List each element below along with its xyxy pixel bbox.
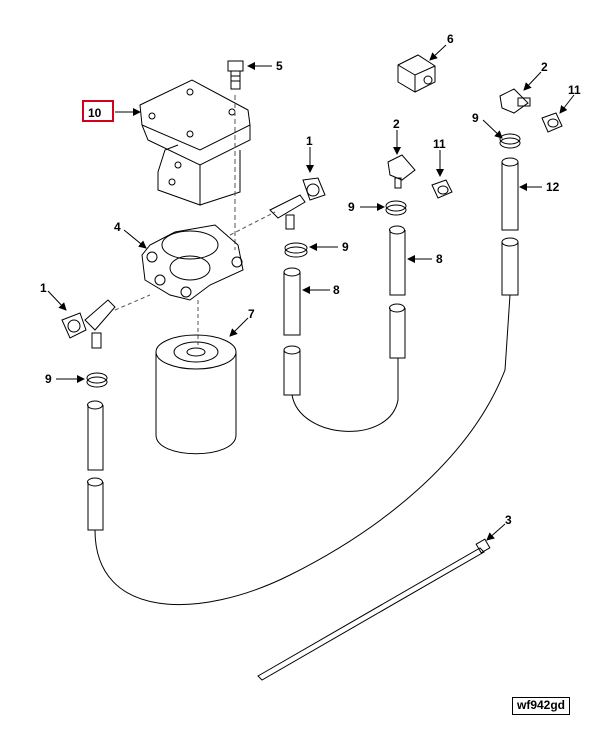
- hose-segment-center: [283, 267, 301, 396]
- callout-7: 7: [248, 307, 255, 321]
- callout-8-mid: 8: [436, 252, 443, 266]
- drain-valve-right: [269, 177, 326, 230]
- callout-9-mid: 9: [348, 200, 355, 214]
- callout-2-mid: 2: [393, 117, 400, 131]
- filter-cartridge: [155, 334, 237, 455]
- hose-clamp-right: [499, 133, 521, 149]
- callout-9-right: 9: [472, 111, 479, 125]
- drain-valve-left: [61, 299, 116, 349]
- callout-12: 12: [546, 180, 560, 194]
- callout-9-center: 9: [342, 240, 349, 254]
- hose-clamp-center: [284, 242, 308, 258]
- sensor-connector-mid: [387, 154, 416, 189]
- callout-5: 5: [276, 59, 283, 73]
- hose-line-middle: [291, 358, 399, 432]
- callout-1-left: 1: [40, 281, 47, 295]
- callout-11-right: 11: [568, 83, 581, 97]
- callout-10: 10: [88, 106, 102, 120]
- electrical-connector: [397, 54, 436, 93]
- filter-head: [141, 224, 244, 301]
- highlight-box: [82, 100, 114, 122]
- callout-3: 3: [505, 513, 512, 527]
- callout-8-center: 8: [333, 283, 340, 297]
- mounting-bracket: [139, 79, 251, 206]
- sensor-connector-right: [499, 88, 531, 114]
- hose-line-long: [94, 294, 511, 605]
- callout-6: 6: [447, 32, 454, 46]
- plug-mid: [431, 179, 453, 199]
- hose-segment-right: [501, 157, 519, 296]
- hose-segment-mid: [389, 225, 406, 359]
- hose-segment-left: [87, 400, 104, 531]
- callout-2-right: 2: [541, 60, 548, 74]
- callout-11-mid: 11: [433, 137, 446, 151]
- plug-right: [541, 112, 563, 133]
- reference-code: wf942gd: [512, 697, 570, 715]
- hose-clamp-left: [86, 372, 108, 388]
- hose-clamp-mid: [385, 200, 407, 216]
- callout-1-right: 1: [306, 134, 313, 148]
- bolt: [227, 60, 244, 90]
- cable-tie: [257, 538, 491, 681]
- callout-9-left: 9: [45, 372, 52, 386]
- callout-4: 4: [114, 220, 121, 234]
